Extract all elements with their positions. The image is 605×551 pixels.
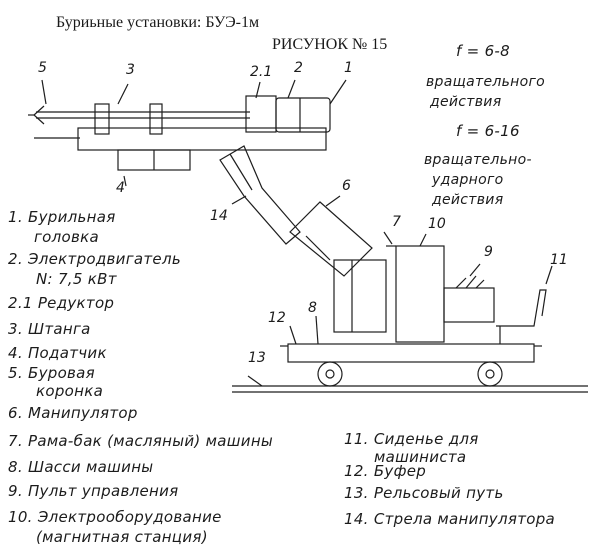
callout-6: 6 xyxy=(342,178,351,194)
callout-12: 12 xyxy=(268,310,286,326)
column xyxy=(333,259,387,333)
figure-caption: РИСУНОК № 15 xyxy=(272,36,388,53)
percussive-label-3: действия xyxy=(432,192,504,208)
legend-item-2-cont: N: 7,5 кВт xyxy=(36,270,117,288)
legend-item-1-cont: головка xyxy=(34,228,100,246)
legend-item-11: 11. Сиденье для xyxy=(344,430,479,448)
wheel-left xyxy=(317,361,343,387)
rotary-frequency: f = 6-8 xyxy=(456,42,510,60)
callout-13: 13 xyxy=(248,350,266,366)
callout-9: 9 xyxy=(484,244,493,260)
legend-item-2: 2. Электродвигатель xyxy=(8,250,181,268)
legend-item-13: 13. Рельсовый путь xyxy=(344,484,504,502)
callout-7: 7 xyxy=(392,214,401,230)
legend-item-12: 12. Буфер xyxy=(344,462,427,480)
rotary-label-1: вращательного xyxy=(426,74,545,90)
rotary-label-2: действия xyxy=(430,94,502,110)
manipulator-boom xyxy=(219,145,301,245)
legend-item-9: 9. Пульт управления xyxy=(8,482,179,500)
operator-seat xyxy=(496,289,547,327)
callout-3: 3 xyxy=(126,62,135,78)
percussive-label-1: вращательно- xyxy=(424,152,532,168)
feeder-beam xyxy=(77,127,327,151)
legend-item-8: 8. Шасси машины xyxy=(8,458,154,476)
drill-bit xyxy=(33,105,45,125)
page-title: Буриьные установки: БУЭ-1м xyxy=(56,14,260,31)
callout-8: 8 xyxy=(308,300,317,316)
callout-2-1: 2.1 xyxy=(250,64,273,80)
electric-motor xyxy=(275,97,331,133)
callout-10: 10 xyxy=(428,216,446,232)
legend-item-2-1: 2.1 Редуктор xyxy=(8,294,115,312)
machine-chassis xyxy=(287,343,535,363)
rod-clamp-1 xyxy=(94,103,110,135)
legend-item-10: 10. Электрооборудование xyxy=(8,508,222,526)
callout-5: 5 xyxy=(38,60,47,76)
callout-11: 11 xyxy=(550,252,568,268)
control-panel xyxy=(443,287,495,323)
legend-item-11-cont: машиниста xyxy=(374,448,467,466)
legend-item-4: 4. Податчик xyxy=(8,344,107,362)
gearbox xyxy=(245,95,277,133)
callout-1: 1 xyxy=(344,60,353,76)
legend-item-7: 7. Рама-бак (масляный) машины xyxy=(8,432,274,450)
legend-item-3: 3. Штанга xyxy=(8,320,91,338)
callout-2: 2 xyxy=(294,60,303,76)
legend-item-5-cont: коронка xyxy=(36,382,104,400)
callout-4: 4 xyxy=(116,180,125,196)
electrical-cabinet xyxy=(395,245,445,343)
wheel-right xyxy=(477,361,503,387)
legend-item-14: 14. Стрела манипулятора xyxy=(344,510,556,528)
percussive-label-2: ударного xyxy=(432,172,504,188)
legend-item-10-cont: (магнитная станция) xyxy=(36,528,208,546)
legend-item-5: 5. Буровая xyxy=(8,364,96,382)
rod-clamp-2 xyxy=(149,103,163,135)
manipulator-cylinder xyxy=(289,201,373,277)
legend-item-6: 6. Манипулятор xyxy=(8,404,138,422)
legend-item-1: 1. Бурильная xyxy=(8,208,116,226)
percussive-frequency: f = 6-16 xyxy=(456,122,520,140)
callout-14: 14 xyxy=(210,208,228,224)
